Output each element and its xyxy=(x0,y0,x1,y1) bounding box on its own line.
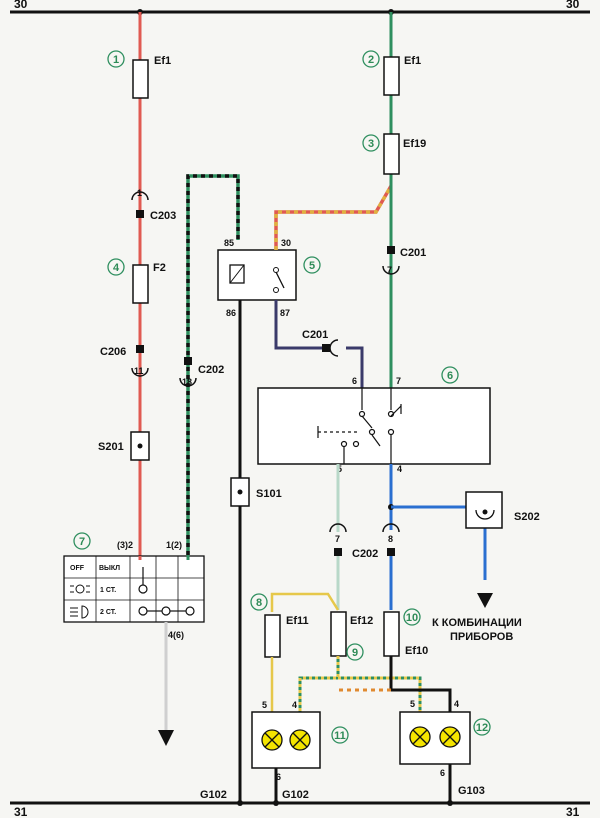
c201-mid-label: C201 xyxy=(302,329,328,341)
yellow-wire xyxy=(270,592,340,612)
note-line1: К КОМБИНАЦИИ xyxy=(432,617,522,629)
switch-pin-4: 4 xyxy=(397,464,402,474)
c206-label: C206 xyxy=(100,346,126,358)
lamp-11a xyxy=(261,729,283,751)
parking-light-icon xyxy=(70,584,90,594)
fuse-ef1-right xyxy=(383,56,400,96)
headlight-icon xyxy=(70,605,89,619)
c202-left-pin: 18 xyxy=(182,377,192,387)
switch-6 xyxy=(257,387,491,465)
hs-pin-bottom: 4(6) xyxy=(168,630,184,640)
c201-top-label: C201 xyxy=(400,247,426,259)
fuse-ef1-right-label: Ef1 xyxy=(404,55,421,67)
callout-5-text: 5 xyxy=(309,260,315,272)
bus-31-label-right: 31 xyxy=(566,805,580,818)
fuse-f2-label: F2 xyxy=(153,262,166,274)
fuse-ef19-label: Ef19 xyxy=(403,138,426,150)
relay-87-wire xyxy=(274,300,330,350)
relay-5 xyxy=(217,249,297,301)
s101-label: S101 xyxy=(256,488,282,500)
hs-row0-state: OFF xyxy=(70,565,85,572)
lamp11-pin6: 6 xyxy=(276,772,281,782)
ground-g102-a: G102 xyxy=(200,789,227,801)
callout-11-text: 11 xyxy=(334,730,346,742)
hs-row2-label: 2 СТ. xyxy=(100,609,116,616)
arrow-down-icon xyxy=(158,730,174,746)
relay-pin-85: 85 xyxy=(224,238,234,248)
c202-bottom-label: C202 xyxy=(352,548,378,560)
callout-8-text: 8 xyxy=(256,597,262,609)
lamp-12a xyxy=(409,726,431,748)
c203-connector-block xyxy=(136,210,144,218)
lamp12-pin5: 5 xyxy=(410,699,415,709)
lamp11-pin4: 4 xyxy=(292,700,297,710)
s201-label: S201 xyxy=(98,441,124,453)
ground-g102-b: G102 xyxy=(282,789,309,801)
relay-pin-87: 87 xyxy=(280,308,290,318)
c201-mid-pin: 6 xyxy=(323,344,328,354)
lamp12-pin6: 6 xyxy=(440,768,445,778)
c206-pin: 11 xyxy=(134,366,144,376)
fuse-ef1-left xyxy=(132,59,149,99)
callout-1 xyxy=(107,50,125,68)
note-line2: ПРИБОРОВ xyxy=(450,631,513,643)
callout-2-text: 2 xyxy=(368,54,374,66)
switch-pin-5: 5 xyxy=(337,464,342,474)
callout-3-text: 3 xyxy=(368,138,374,150)
c203-label: C203 xyxy=(150,210,176,222)
bus-30-label-right: 30 xyxy=(566,0,580,11)
hs-pin-left: (3)2 xyxy=(117,540,133,550)
c206-connector-block xyxy=(136,345,144,353)
relay-pin-86: 86 xyxy=(226,308,236,318)
hs-row1-label: 1 СТ. xyxy=(100,587,116,594)
hs-row0-label: ВЫКЛ xyxy=(99,565,120,572)
fuse-ef10-label: Ef10 xyxy=(405,645,428,657)
fuse-ef10 xyxy=(383,611,400,657)
callout-9-text: 9 xyxy=(352,647,358,659)
bus-31-label-left: 31 xyxy=(14,805,28,818)
callout-1-text: 1 xyxy=(113,54,119,66)
c202-pin8: 8 xyxy=(388,534,393,544)
s202-label: S202 xyxy=(514,511,540,523)
fuse-ef11-label: Ef11 xyxy=(286,615,309,627)
green-black-left-wire xyxy=(186,174,240,555)
orange-red-wire xyxy=(274,185,393,250)
c203-pin: 1 xyxy=(137,188,142,198)
fuse-f2 xyxy=(132,264,149,304)
fuse-ef12 xyxy=(330,611,347,657)
switch-pin-7: 7 xyxy=(396,376,401,386)
lamp11-pin5: 5 xyxy=(262,700,267,710)
ground-g103: G103 xyxy=(458,785,485,797)
callout-12-text: 12 xyxy=(476,722,488,734)
fuse-ef19 xyxy=(383,133,400,175)
arrow-to-instrument-cluster xyxy=(477,593,493,608)
switch-contacts xyxy=(317,388,402,464)
hs-pin-right: 1(2) xyxy=(166,540,182,550)
c203-connector-arc xyxy=(131,191,149,201)
c202-left-label: C202 xyxy=(198,364,224,376)
relay-pin-30: 30 xyxy=(281,238,291,248)
switch-pin-6: 6 xyxy=(352,376,357,386)
lamp-11b xyxy=(289,729,311,751)
headlight-switch-contacts xyxy=(138,567,195,616)
lamp12-pin4: 4 xyxy=(454,699,459,709)
fuse-ef1-left-label: Ef1 xyxy=(154,55,171,67)
callout-6-text: 6 xyxy=(447,370,453,382)
fuse-ef12-label: Ef12 xyxy=(350,615,373,627)
bus-30-label-left: 30 xyxy=(14,0,28,11)
callout-7-text: 7 xyxy=(79,536,85,548)
fuse-ef11 xyxy=(264,614,281,658)
callout-4-text: 4 xyxy=(113,262,120,274)
callout-10-text: 10 xyxy=(406,612,418,624)
headlight-switch-table xyxy=(63,555,205,623)
lamp-12b xyxy=(439,726,461,748)
c201-top-pin: 7 xyxy=(387,265,392,275)
c202-pin7: 7 xyxy=(335,534,340,544)
